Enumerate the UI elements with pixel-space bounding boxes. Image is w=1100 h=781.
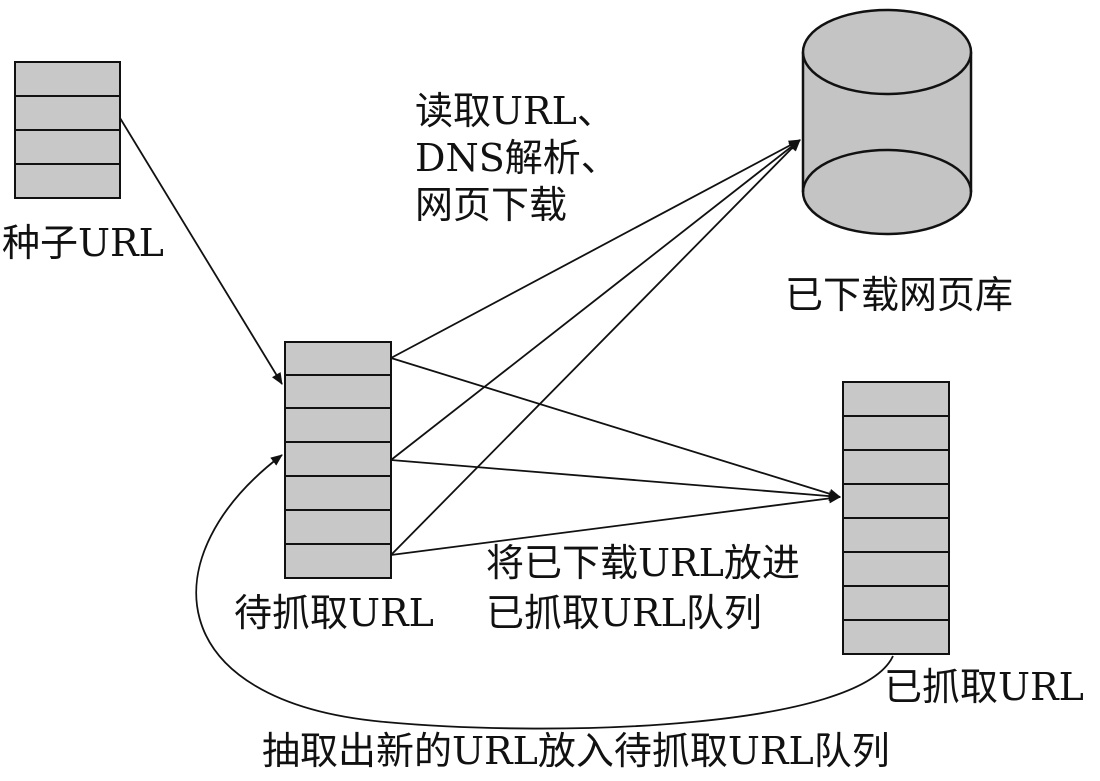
move-step-label: 将已下载URL放进 已抓取URL队列 <box>486 538 800 638</box>
move-arrow-3 <box>390 493 841 556</box>
pending-url-label: 待抓取URL <box>234 591 434 635</box>
seed-to-pending-arrow <box>119 117 283 385</box>
download-step-line: 网页下载 <box>415 183 568 227</box>
pending-url-queue <box>284 341 392 579</box>
extract-step-label: 抽取出新的URL放入待抓取URL队列 <box>262 729 890 773</box>
flow-arrows <box>119 117 894 730</box>
seed-url-queue <box>14 61 121 199</box>
move-arrow-2 <box>390 459 841 502</box>
downloaded-pages-database <box>801 8 973 236</box>
seed-url-label: 种子URL <box>2 221 164 265</box>
download-step-line: 读取URL、 <box>415 89 615 133</box>
download-arrow-3 <box>390 139 801 556</box>
crawled-url-label: 已抓取URL <box>884 665 1084 709</box>
download-arrow-1 <box>390 139 801 359</box>
move-step-line: 已抓取URL队列 <box>486 591 762 635</box>
download-step-label: 读取URL、 DNS解析、 网页下载 <box>415 88 619 229</box>
download-step-line: DNS解析、 <box>415 136 619 180</box>
crawled-url-queue <box>842 381 950 655</box>
extract-loop-arrow <box>195 454 894 730</box>
download-arrow-2 <box>390 139 801 461</box>
database-label: 已下载网页库 <box>785 273 1014 317</box>
move-arrow-1 <box>390 357 841 499</box>
move-step-line: 将已下载URL放进 <box>486 541 800 585</box>
